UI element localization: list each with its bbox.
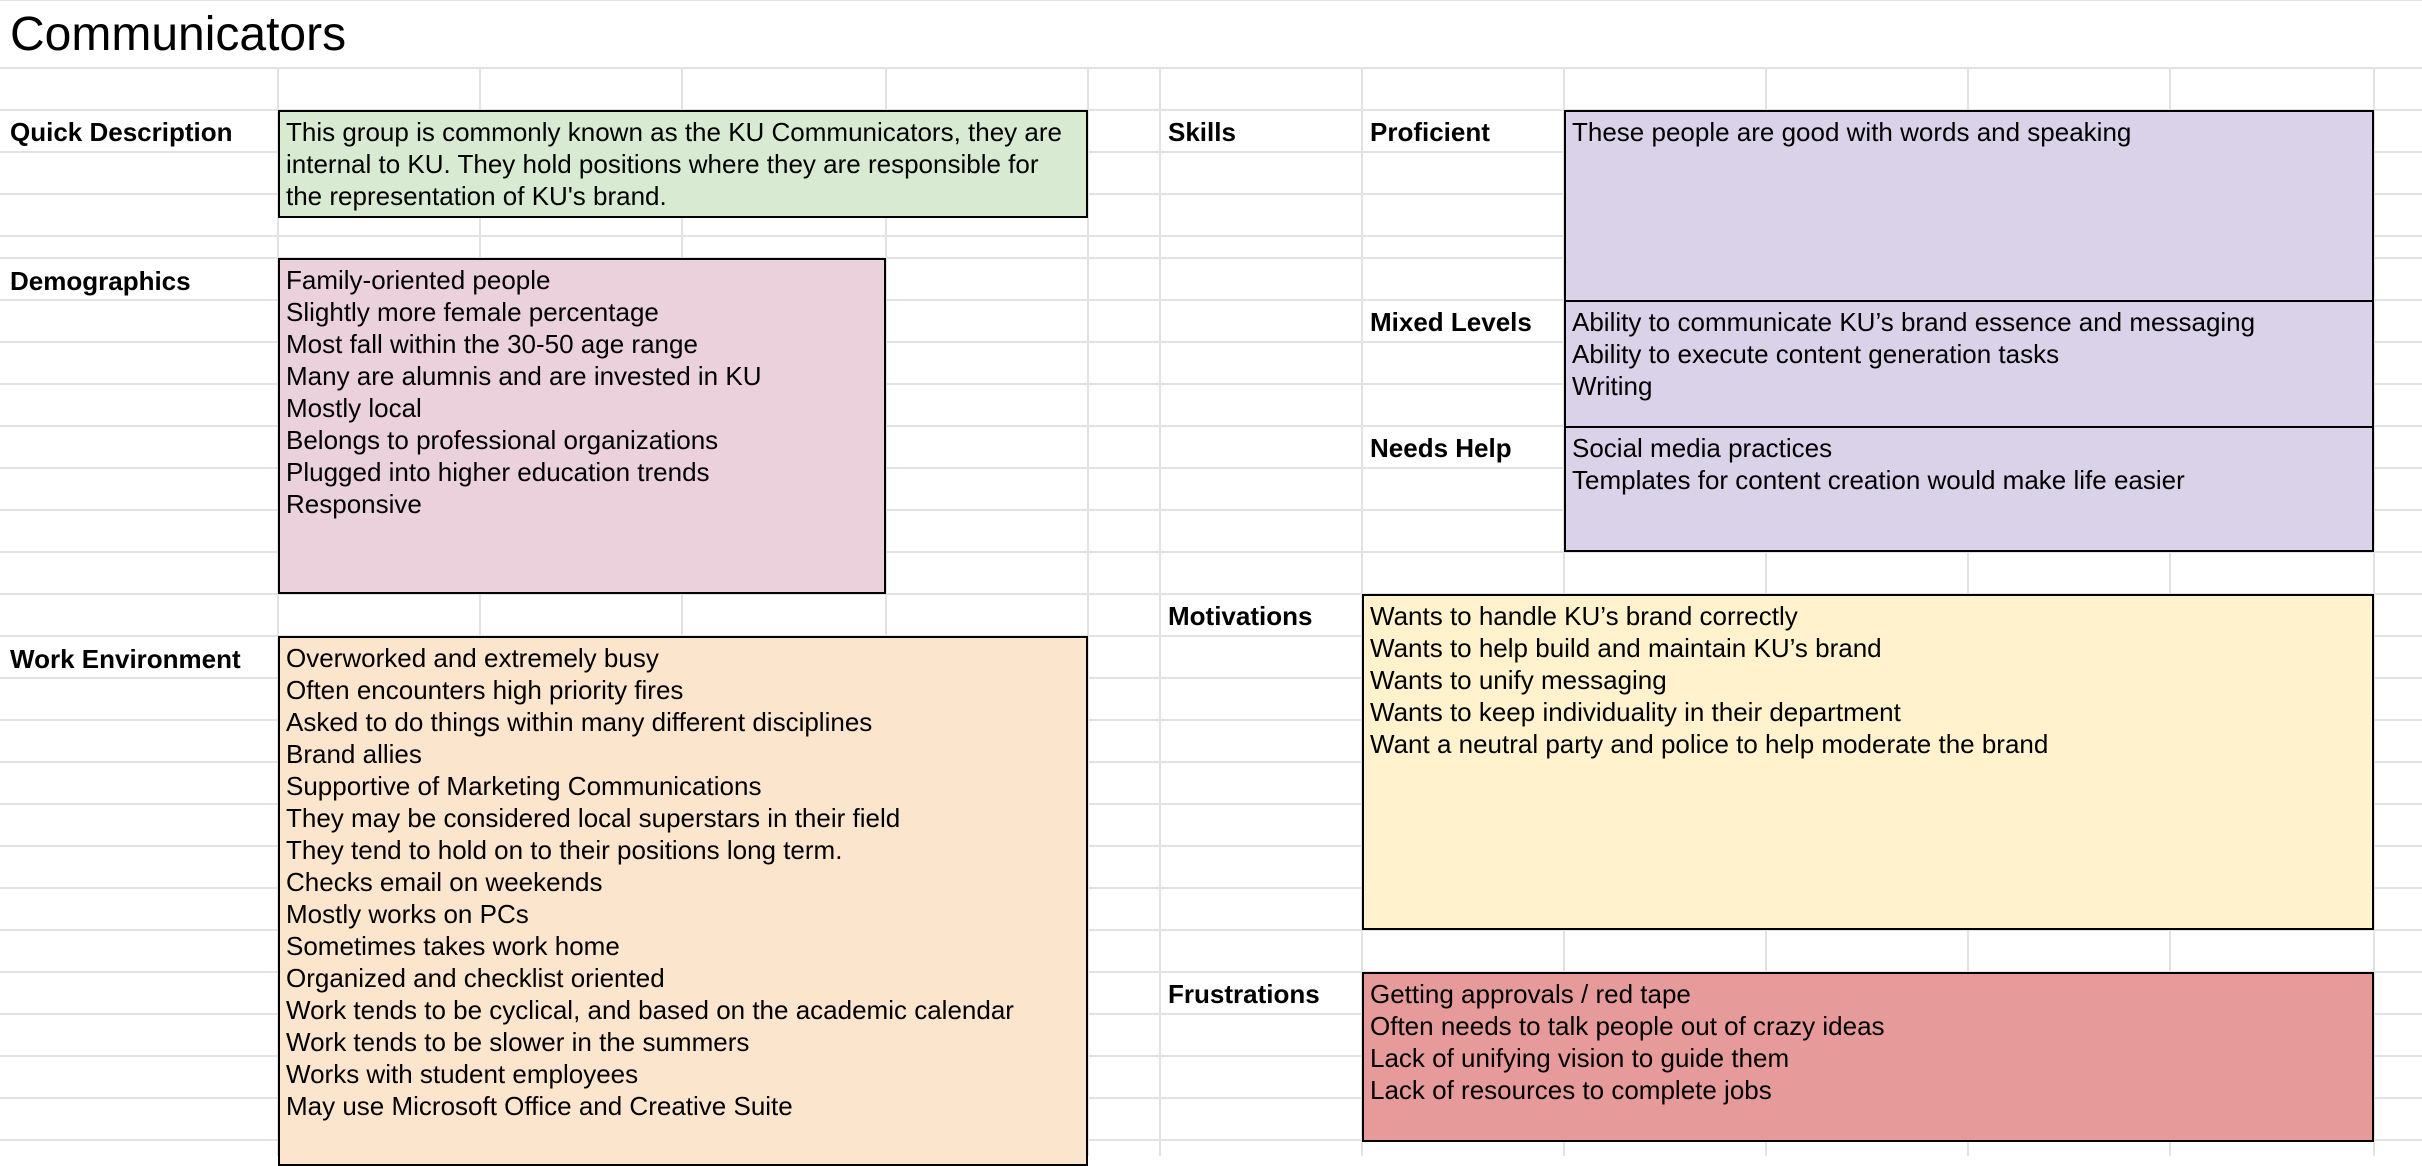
- work-environment-item: Work tends to be slower in the summers: [286, 1027, 750, 1057]
- frustrations-item: Lack of unifying vision to guide them: [1370, 1043, 1790, 1073]
- work-environment-item: Supportive of Marketing Communications: [286, 771, 762, 801]
- mixed-levels-item: Ability to communicate KU’s brand essenc…: [1572, 307, 2256, 337]
- quick-description-label[interactable]: Quick Description: [10, 117, 233, 147]
- work-environment-item: May use Microsoft Office and Creative Su…: [286, 1091, 793, 1121]
- needs-help-item: Templates for content creation would mak…: [1572, 465, 2185, 495]
- frustrations-item: Getting approvals / red tape: [1370, 979, 1691, 1009]
- work-environment-item: Asked to do things within many different…: [286, 707, 873, 737]
- frustrations-item: Lack of resources to complete jobs: [1370, 1075, 1772, 1105]
- work-environment-item: Mostly works on PCs: [286, 899, 529, 929]
- demographics-item: Responsive: [286, 489, 422, 519]
- frustrations-label[interactable]: Frustrations: [1168, 979, 1320, 1009]
- needs-help-item: Social media practices: [1572, 433, 1833, 463]
- work-environment-item: They may be considered local superstars …: [286, 803, 901, 833]
- motivations-item: Wants to handle KU’s brand correctly: [1370, 601, 1798, 631]
- quick-description-cell[interactable]: This group is commonly known as the KU C…: [278, 110, 1088, 218]
- skills-label[interactable]: Skills: [1168, 117, 1236, 147]
- work-environment-item: Sometimes takes work home: [286, 931, 620, 961]
- motivations-cell[interactable]: Wants to handle KU’s brand correctly Wan…: [1362, 594, 2374, 930]
- work-environment-cell[interactable]: Overworked and extremely busy Often enco…: [278, 636, 1088, 1166]
- mixed-levels-item: Ability to execute content generation ta…: [1572, 339, 2060, 369]
- demographics-item: Most fall within the 30-50 age range: [286, 329, 698, 359]
- proficient-label[interactable]: Proficient: [1370, 117, 1490, 147]
- motivations-item: Wants to unify messaging: [1370, 665, 1667, 695]
- demographics-item: Family-oriented people: [286, 265, 551, 295]
- work-environment-item: Brand allies: [286, 739, 422, 769]
- work-environment-item: Overworked and extremely busy: [286, 643, 659, 673]
- work-environment-item: Works with student employees: [286, 1059, 639, 1089]
- mixed-levels-label[interactable]: Mixed Levels: [1370, 307, 1532, 337]
- mixed-levels-item: Writing: [1572, 371, 1653, 401]
- work-environment-item: Checks email on weekends: [286, 867, 603, 897]
- demographics-cell[interactable]: Family-oriented people Slightly more fem…: [278, 258, 886, 594]
- motivations-item: Wants to help build and maintain KU’s br…: [1370, 633, 1882, 663]
- sheet-title[interactable]: Communicators: [10, 8, 347, 61]
- motivations-label[interactable]: Motivations: [1168, 601, 1313, 631]
- demographics-item: Plugged into higher education trends: [286, 457, 710, 487]
- work-environment-item: Work tends to be cyclical, and based on …: [286, 995, 1014, 1025]
- demographics-item: Belongs to professional organizations: [286, 425, 719, 455]
- frustrations-cell[interactable]: Getting approvals / red tape Often needs…: [1362, 972, 2374, 1142]
- work-environment-item: They tend to hold on to their positions …: [286, 835, 843, 865]
- work-environment-label[interactable]: Work Environment: [10, 644, 241, 674]
- motivations-item: Wants to keep individuality in their dep…: [1370, 697, 1901, 727]
- demographics-label[interactable]: Demographics: [10, 266, 191, 296]
- quick-description-text: This group is commonly known as the KU C…: [286, 117, 1062, 211]
- mixed-levels-cell[interactable]: Ability to communicate KU’s brand essenc…: [1564, 300, 2374, 428]
- work-environment-item: Often encounters high priority fires: [286, 675, 684, 705]
- demographics-item: Slightly more female percentage: [286, 297, 659, 327]
- frustrations-item: Often needs to talk people out of crazy …: [1370, 1011, 1885, 1041]
- demographics-item: Many are alumnis and are invested in KU: [286, 361, 762, 391]
- proficient-item: These people are good with words and spe…: [1572, 117, 2132, 147]
- needs-help-label[interactable]: Needs Help: [1370, 433, 1512, 463]
- needs-help-cell[interactable]: Social media practices Templates for con…: [1564, 426, 2374, 552]
- proficient-cell[interactable]: These people are good with words and spe…: [1564, 110, 2374, 302]
- demographics-item: Mostly local: [286, 393, 422, 423]
- motivations-item: Want a neutral party and police to help …: [1370, 729, 2049, 759]
- work-environment-item: Organized and checklist oriented: [286, 963, 665, 993]
